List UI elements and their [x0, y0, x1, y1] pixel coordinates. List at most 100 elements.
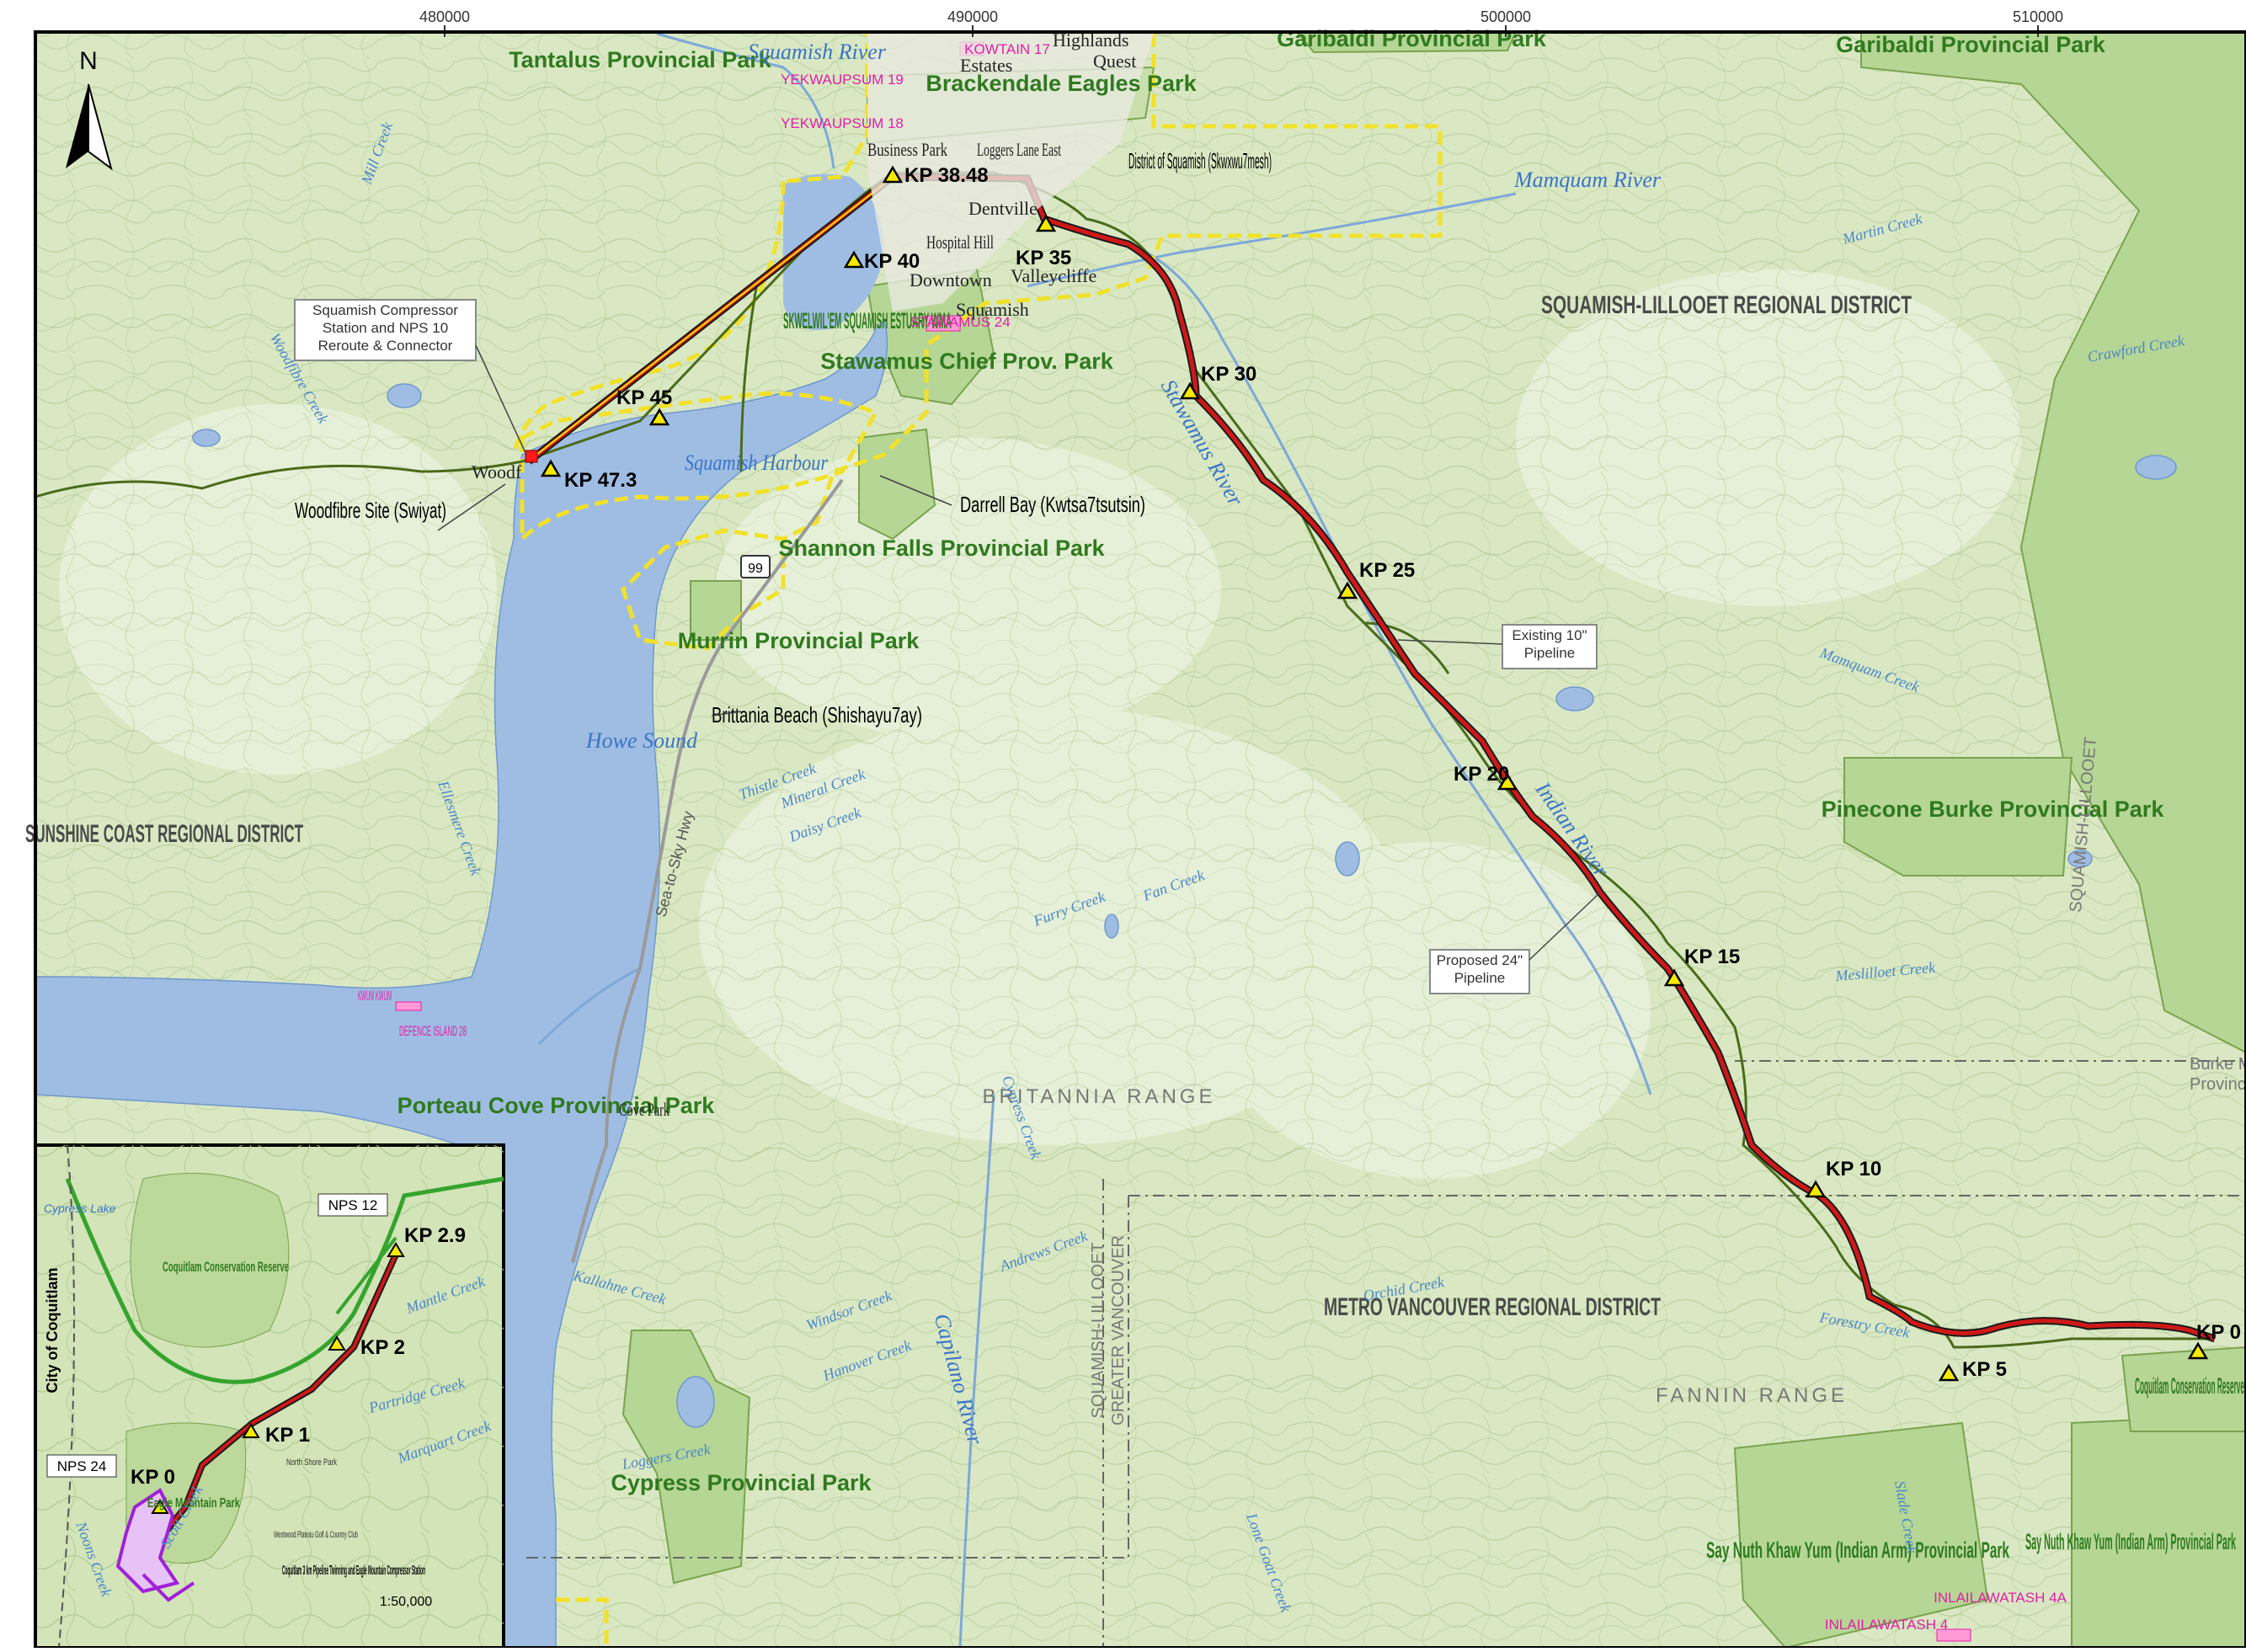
range-label: BRITANNIA RANGE	[983, 1085, 1216, 1108]
grid-labels: 480000 490000 500000 510000	[419, 8, 2063, 25]
park-label: Murrin Provincial Park	[678, 628, 920, 653]
town-area	[867, 34, 1154, 312]
callout-compressor-text: Squamish Compressor Station and NPS 10 R…	[312, 302, 458, 354]
park-label: Brackendale Eagles Park	[926, 71, 1197, 96]
park-label: Garibaldi Provincial Park	[1277, 26, 1547, 51]
reserve-label: YEKWAUPSUM 19	[781, 72, 904, 88]
highway-99	[571, 478, 844, 1264]
reserve-label: DEFENCE ISLAND 28	[399, 1023, 467, 1039]
region-label-sunshine-coast: SUNSHINE COAST REGIONAL DISTRICT	[25, 820, 303, 848]
kp-label: KP 15	[1684, 946, 1740, 968]
reserve-label: INLAILAWATASH 4A	[1934, 1590, 2067, 1606]
town-label: Valleycliffe	[1011, 265, 1096, 286]
kp-marker	[2187, 1341, 2209, 1360]
edge-label: Burke Mou	[2190, 1055, 2246, 1074]
water-label: Squamish Harbour	[685, 450, 829, 475]
inset-map: KP 2.9 KP 2 KP 1 KP 0 NPS 12 NPS 24 City…	[34, 1143, 505, 1649]
callout-existing: Existing 10" Pipeline	[1397, 624, 1598, 669]
kp-marker	[1179, 381, 1201, 400]
kp-marker	[1938, 1363, 1960, 1382]
kp-label: KP 0	[131, 1466, 175, 1489]
callout-proposed-text: Proposed 24" Pipeline	[1436, 952, 1523, 986]
inset-north-label: North Shore Park	[286, 1457, 337, 1468]
inset-nps24-label: NPS 24	[57, 1458, 107, 1474]
kp-label: KP 20	[1454, 763, 1509, 786]
park-label: Pinecone Burke Provincial Park	[1822, 797, 2165, 822]
park-label: Porteau Cove Provincial Park	[397, 1093, 716, 1118]
kp-marker	[1035, 214, 1057, 232]
kp-marker	[1496, 772, 1518, 791]
kp-label: KP 38.48	[904, 164, 989, 187]
grid-label: 500000	[1480, 8, 1531, 25]
boundary-label: GREATER VANCOUVER	[1109, 1235, 1128, 1426]
park-label: Stawamus Chief Prov. Park	[820, 349, 1114, 374]
town-label: Squamish	[956, 299, 1029, 320]
kp-marker	[843, 250, 865, 269]
reserve-label: KOWTAIN 17	[964, 41, 1050, 57]
kp-marker	[387, 1242, 405, 1257]
water-label: Howe Sound	[585, 728, 698, 753]
reserve-label: YEKWAUPSUM 18	[781, 115, 904, 131]
park-label: Say Nuth Khaw Yum (Indian Arm) Provincia…	[2025, 1529, 2236, 1554]
region-label-metro-vancouver: METRO VANCOUVER REGIONAL DISTRICT	[1324, 1293, 1661, 1321]
callout-proposed: Proposed 24" Pipeline	[1429, 892, 1601, 994]
kp-marker	[648, 408, 670, 426]
existing-pipeline	[35, 171, 2206, 1349]
grid-label: 510000	[2013, 8, 2063, 25]
town-label: Hospital Hill	[926, 232, 994, 253]
park-label: Coquitlam Conservation Reserve	[2135, 1373, 2244, 1399]
kp-label: KP 25	[1359, 559, 1415, 582]
callout-existing-text: Existing 10" Pipeline	[1512, 627, 1587, 661]
park-label: SKWELWIL'EM SQUAMISH ESTUARY WMA	[783, 308, 952, 333]
kp-label: KP 5	[1962, 1358, 2007, 1381]
park-label: Shannon Falls Provincial Park	[778, 536, 1105, 561]
north-arrow-icon: N	[66, 47, 113, 171]
town-label: Dentville	[968, 198, 1038, 219]
park-label: Say Nuth Khaw Yum (Indian Arm) Provincia…	[1706, 1537, 2010, 1563]
grid-label: 480000	[419, 8, 470, 25]
kp-label: KP 2.9	[404, 1224, 466, 1247]
town-label: Downtown	[910, 269, 992, 290]
water-bodies	[35, 173, 2177, 1649]
town-label: Woodf	[472, 461, 522, 482]
kp-marker	[328, 1335, 346, 1351]
kp-label: KP 0	[2196, 1321, 2241, 1344]
water-label: Squamish River	[748, 40, 887, 64]
regional-boundaries	[522, 1060, 2246, 1648]
kp-label: KP 40	[864, 250, 920, 273]
region-labels: SQUAMISH-LILLOOET REGIONAL DISTRICT SUNS…	[25, 291, 1912, 1321]
highway-shield: 99	[740, 555, 771, 578]
inset-nps12-label: NPS 12	[328, 1197, 378, 1213]
place-labels: District of Squamish (Skwxwu7mesh) Woodf…	[295, 148, 1272, 727]
kp-marker	[882, 165, 904, 184]
reserve-label: KWUM KWUM	[358, 988, 392, 1004]
kp-marker	[1663, 968, 1685, 987]
kp-label: KP 1	[265, 1424, 310, 1447]
water-label: Mamquam River	[1513, 168, 1662, 192]
town-label: Business Park	[867, 139, 947, 160]
grid-label: 490000	[947, 8, 998, 25]
inset-reserve-label: Coquitlam Conservation Reserve	[163, 1259, 289, 1275]
edge-label: Provincial	[2190, 1075, 2246, 1094]
reserve-label: STAWAMUS 24	[910, 314, 1010, 330]
reserve-labels: KOWTAIN 17 YEKWAUPSUM 19 YEKWAUPSUM 18 S…	[358, 41, 2067, 1633]
place-label-woodfibre: Woodfibre Site (Swiyat)	[295, 498, 446, 523]
reserve-label: INLAILAWATASH 4	[1825, 1617, 1948, 1633]
park-label: Garibaldi Provincial Park	[1836, 32, 2106, 57]
kp-label: KP 47.3	[564, 469, 637, 492]
highway-shield-label: 99	[748, 562, 763, 576]
kp-marker	[1805, 1180, 1827, 1198]
north-label: N	[79, 47, 98, 75]
kp-markers	[540, 165, 2209, 1382]
place-label-brittania: Brittania Beach (Shishayu7ay)	[712, 702, 922, 727]
place-label-darrell-bay: Darrell Bay (Kwtsa7tsutsin)	[960, 492, 1145, 517]
town-label: Loggers Lane East	[977, 139, 1061, 160]
range-label: FANNIN RANGE	[1656, 1384, 1848, 1407]
kp-marker	[242, 1423, 260, 1438]
inset-title: Coquitlam 3 km Pipeline Twinning and Eag…	[282, 1564, 425, 1578]
region-label-squamish-lillooet: SQUAMISH-LILLOOET REGIONAL DISTRICT	[1541, 291, 1912, 319]
boundary-label: SQUAMISH-LILLOOET	[1089, 1243, 1107, 1419]
kp-marker	[540, 459, 562, 477]
